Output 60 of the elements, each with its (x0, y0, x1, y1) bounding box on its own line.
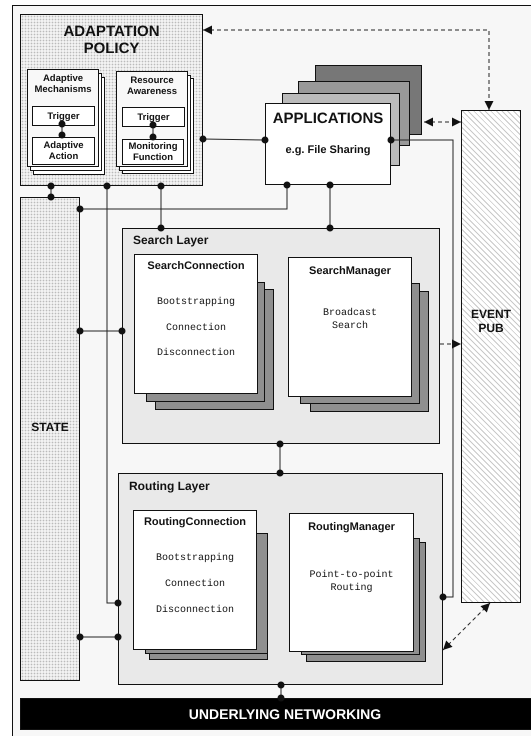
item-text: Connection (164, 578, 226, 591)
item-text: Connection (164, 322, 227, 335)
component-card (27, 69, 99, 167)
policy-panel (20, 14, 203, 186)
dashed-arrow (440, 340, 462, 348)
dashed-arrow (442, 602, 490, 650)
layer-panel (122, 228, 440, 444)
heading: Trigger (46, 111, 81, 122)
heading: Monitoring Function (127, 141, 179, 163)
heading: EVENT PUB (470, 307, 512, 335)
component-card (134, 254, 258, 394)
connector-line (76, 182, 290, 212)
item-text: Bootstrapping (156, 296, 236, 309)
connector-line (76, 634, 122, 640)
connector-line (200, 136, 268, 144)
component-card (289, 513, 414, 652)
event-pub-column (461, 110, 521, 603)
heading: STATE (30, 420, 70, 434)
dashed-arrow (424, 118, 462, 126)
connector-line (76, 328, 126, 334)
connector-line (158, 182, 164, 232)
connector-line (150, 122, 156, 140)
heading: ADAPTATION POLICY (62, 23, 161, 57)
heading: Trigger (136, 112, 171, 124)
connector-line (276, 440, 284, 476)
state-column (20, 197, 80, 681)
heading: Adaptive Action (42, 140, 85, 162)
connector-line (388, 136, 454, 600)
component-card (116, 71, 188, 167)
item-text: Point-to-point Routing (308, 569, 394, 595)
process-box (122, 139, 184, 165)
connector-line (58, 120, 66, 138)
dashed-arrow (202, 26, 494, 110)
item-text: Bootstrapping (154, 552, 235, 565)
item-text: Disconnection (156, 347, 236, 360)
heading: Resource Awareness (126, 75, 178, 97)
item-text: Broadcast Search (322, 307, 378, 333)
subtitle: e.g. File Sharing (284, 144, 372, 157)
component-card (133, 510, 257, 650)
item-text: Disconnection (154, 604, 235, 617)
connector-line (326, 182, 334, 232)
heading: Routing Layer (129, 479, 211, 494)
heading: Adaptive Mechanisms (33, 73, 93, 95)
process-box (32, 137, 95, 165)
connector-line (48, 182, 54, 200)
heading: Search Layer (133, 233, 210, 248)
heading: APPLICATIONS (272, 110, 384, 128)
heading: UNDERLYING NETWORKING (188, 706, 382, 723)
connector-line (278, 682, 284, 702)
heading: SearchManager (308, 264, 392, 278)
heading: RoutingConnection (142, 515, 248, 529)
process-box (32, 106, 95, 126)
layer-panel (118, 473, 443, 685)
connector-line (104, 182, 122, 606)
networking-bar (20, 698, 531, 730)
process-box (122, 107, 185, 127)
application-card (265, 103, 391, 185)
heading: SearchConnection (146, 259, 246, 273)
component-card (288, 257, 412, 397)
heading: RoutingManager (307, 520, 396, 534)
